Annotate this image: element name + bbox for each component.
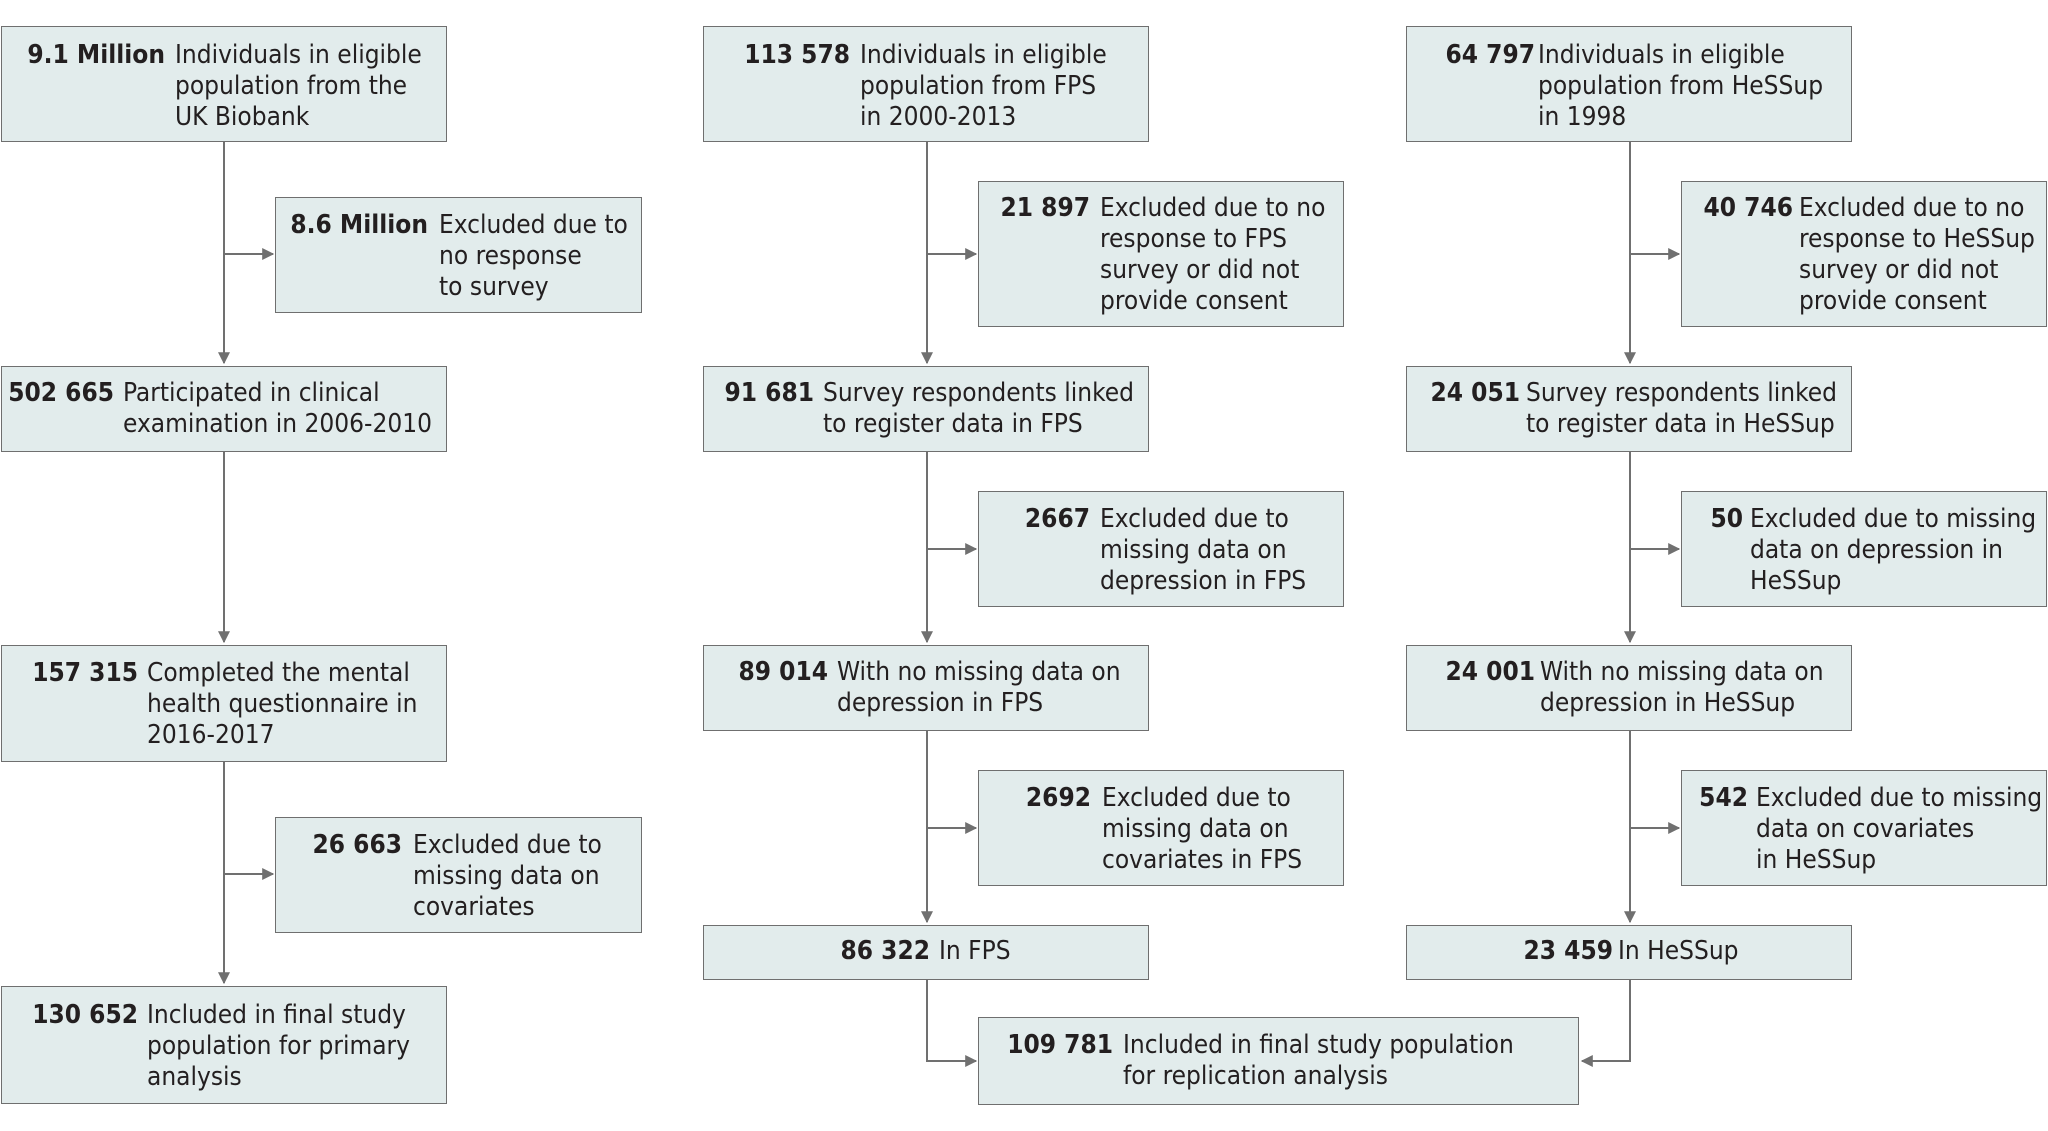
count-hes-excluded-depression: 50 [1710, 504, 1743, 534]
box-uk-mental-health: 157 315 Completed the mental health ques… [1, 645, 447, 762]
box-fps-excluded-survey: 21 897 Excluded due to no response to FP… [978, 181, 1344, 327]
fps-to-replication-arrow [926, 980, 978, 1067]
count-replication-final: 109 781 [1007, 1030, 1113, 1060]
count-uk-final: 130 652 [32, 1000, 138, 1030]
box-hes-excluded-depression: 50 Excluded due to missing data on depre… [1681, 491, 2047, 607]
box-fps-linked: 91 681 Survey respondents linked to regi… [703, 366, 1149, 452]
count-fps-excluded-covariates: 2692 [1025, 783, 1091, 813]
label-hes-excluded-covariates: Excluded due to missing data on covariat… [1756, 783, 2043, 875]
box-hes-no-missing: 24 001 With no missing data on depressio… [1406, 645, 1852, 731]
box-fps-no-missing: 89 014 With no missing data on depressio… [703, 645, 1149, 731]
box-hes-included: 23 459 In HeSSup [1406, 925, 1852, 980]
label-uk-eligible: Individuals in eligible population from … [175, 40, 422, 132]
count-fps-excluded-depression: 2667 [1024, 504, 1090, 534]
count-uk-excluded-survey: 8.6 Million [290, 210, 428, 240]
box-replication-final: 109 781 Included in final study populati… [978, 1017, 1579, 1105]
count-uk-mental-health: 157 315 [32, 658, 138, 688]
label-fps-excluded-depression: Excluded due to missing data on depressi… [1100, 504, 1307, 596]
count-hes-excluded-covariates: 542 [1699, 783, 1748, 813]
box-hes-excluded-survey: 40 746 Excluded due to no response to He… [1681, 181, 2047, 327]
count-hes-included: 23 459 [1523, 936, 1613, 966]
count-uk-clinical: 502 665 [8, 378, 114, 408]
box-hes-eligible: 64 797 Individuals in eligible populatio… [1406, 26, 1852, 142]
label-fps-excluded-covariates: Excluded due to missing data on covariat… [1102, 783, 1303, 875]
box-fps-eligible: 113 578 Individuals in eligible populati… [703, 26, 1149, 142]
label-hes-excluded-depression: Excluded due to missing data on depressi… [1750, 504, 2037, 596]
box-uk-excluded-survey: 8.6 Million Excluded due to no response … [275, 197, 642, 313]
box-fps-excluded-depression: 2667 Excluded due to missing data on dep… [978, 491, 1344, 607]
count-fps-eligible: 113 578 [744, 40, 850, 70]
label-fps-linked: Survey respondents linked to register da… [823, 378, 1134, 439]
label-uk-excluded-covariates: Excluded due to missing data on covariat… [413, 830, 602, 922]
box-fps-included: 86 322 In FPS [703, 925, 1149, 980]
count-hes-excluded-survey: 40 746 [1703, 193, 1793, 223]
box-hes-excluded-covariates: 542 Excluded due to missing data on cova… [1681, 770, 2047, 886]
label-hes-no-missing: With no missing data on depression in He… [1540, 657, 1824, 718]
count-hes-no-missing: 24 001 [1445, 657, 1535, 687]
label-hes-eligible: Individuals in eligible population from … [1538, 40, 1824, 132]
box-uk-eligible: 9.1 Million Individuals in eligible popu… [1, 26, 447, 142]
label-hes-linked: Survey respondents linked to register da… [1526, 378, 1837, 439]
count-hes-eligible: 64 797 [1445, 40, 1535, 70]
box-hes-linked: 24 051 Survey respondents linked to regi… [1406, 366, 1852, 452]
label-uk-final: Included in final study population for p… [147, 1000, 411, 1092]
count-fps-linked: 91 681 [724, 378, 814, 408]
label-fps-included: In FPS [939, 936, 1011, 966]
label-hes-included: In HeSSup [1618, 936, 1739, 966]
label-fps-eligible: Individuals in eligible population from … [860, 40, 1107, 132]
label-fps-excluded-survey: Excluded due to no response to FPS surve… [1100, 193, 1326, 316]
label-uk-mental-health: Completed the mental health questionnair… [147, 658, 418, 750]
box-uk-clinical: 502 665 Participated in clinical examina… [1, 366, 447, 452]
count-fps-no-missing: 89 014 [738, 657, 828, 687]
count-fps-excluded-survey: 21 897 [1000, 193, 1090, 223]
box-uk-excluded-covariates: 26 663 Excluded due to missing data on c… [275, 817, 642, 933]
label-fps-no-missing: With no missing data on depression in FP… [837, 657, 1121, 718]
count-uk-excluded-covariates: 26 663 [312, 830, 402, 860]
count-fps-included: 86 322 [840, 936, 930, 966]
label-uk-clinical: Participated in clinical examination in … [123, 378, 433, 439]
hes-to-replication-arrow [1580, 980, 1631, 1067]
count-hes-linked: 24 051 [1430, 378, 1520, 408]
label-replication-final: Included in final study population for r… [1123, 1030, 1514, 1091]
box-uk-final: 130 652 Included in final study populati… [1, 986, 447, 1104]
label-hes-excluded-survey: Excluded due to no response to HeSSup su… [1799, 193, 2035, 316]
count-uk-eligible: 9.1 Million [27, 40, 165, 70]
box-fps-excluded-covariates: 2692 Excluded due to missing data on cov… [978, 770, 1344, 886]
label-uk-excluded-survey: Excluded due to no response to survey [439, 210, 628, 302]
